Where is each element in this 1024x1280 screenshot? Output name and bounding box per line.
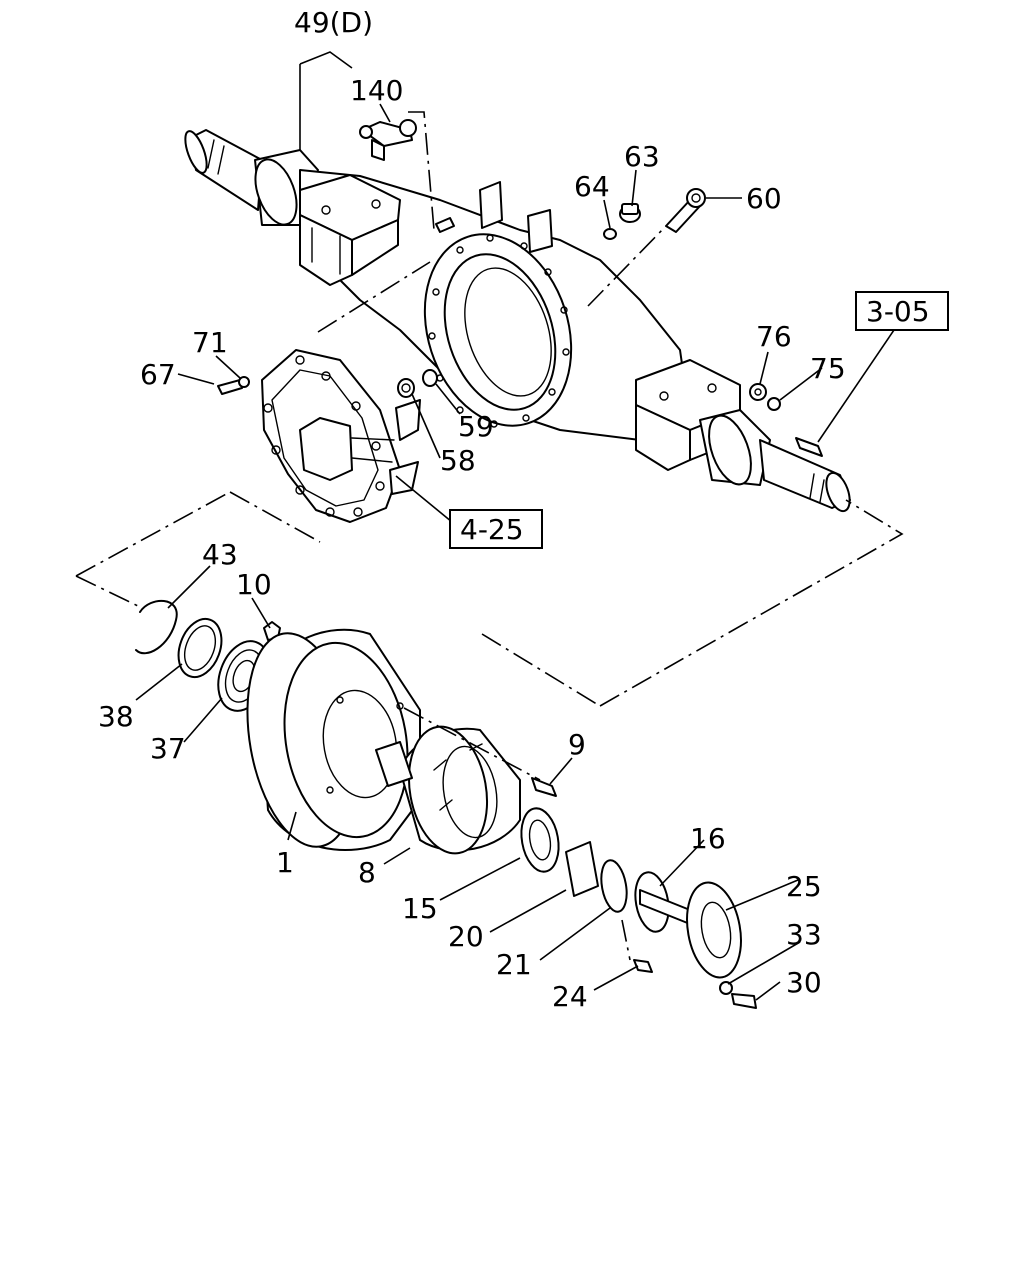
label-1: 1 [276,846,294,879]
stud-9 [531,777,557,797]
label-9: 9 [568,728,586,761]
bearing-15 [520,807,560,873]
ref-box-3-05[interactable]: 3-05 [855,291,949,331]
label-75: 75 [810,352,846,385]
spacer-20 [565,841,599,897]
ref-box-4-25[interactable]: 4-25 [449,509,543,549]
nut-58 [397,378,415,398]
label-140: 140 [350,74,403,107]
oil-seal-38 [177,617,223,679]
cover-25 [686,881,742,979]
snap-ring-43 [135,599,178,655]
ref-4-25-text: 4-25 [460,513,524,546]
hub-8 [399,725,521,855]
label-63: 63 [624,140,660,173]
label-60: 60 [746,182,782,215]
washer-75 [767,397,781,411]
fitting-140 [359,119,417,161]
lock-washer-21 [600,859,628,913]
label-38: 38 [98,700,134,733]
plug-63 [619,203,641,223]
label-16: 16 [690,822,726,855]
oring-59 [422,369,438,387]
assembly-lines [75,111,904,961]
axle-spline [375,741,413,787]
ref-3-05-text: 3-05 [866,295,930,328]
label-8: 8 [358,856,376,889]
label-49d: 49(D) [294,6,373,39]
label-64: 64 [574,170,610,203]
bolt-30 [731,993,757,1009]
label-58: 58 [440,444,476,477]
label-37: 37 [150,732,186,765]
label-25: 25 [786,870,822,903]
washer-71 [238,376,250,388]
label-30: 30 [786,966,822,999]
leader-lines [135,51,895,1001]
label-59: 59 [458,410,494,443]
label-10: 10 [236,568,272,601]
nut-76 [749,383,767,401]
label-20: 20 [448,920,484,953]
axle-housing [184,129,851,513]
label-15: 15 [402,892,438,925]
breather-60 [665,188,706,233]
washer-33 [719,981,733,995]
label-43: 43 [202,538,238,571]
label-67: 67 [140,358,176,391]
label-21: 21 [496,948,532,981]
bolt-3-05 [795,437,823,457]
brake-drum-1 [246,628,421,851]
bolt-small-140 [435,217,455,233]
label-71: 71 [192,326,228,359]
part-labels: 49(D) 140 63 64 60 71 67 76 75 59 58 43 … [98,6,846,1013]
bolt-67 [217,379,243,395]
label-76: 76 [756,320,792,353]
washer-64 [603,228,617,240]
differential-carrier [261,349,421,523]
label-24: 24 [552,980,588,1013]
label-33: 33 [786,918,822,951]
